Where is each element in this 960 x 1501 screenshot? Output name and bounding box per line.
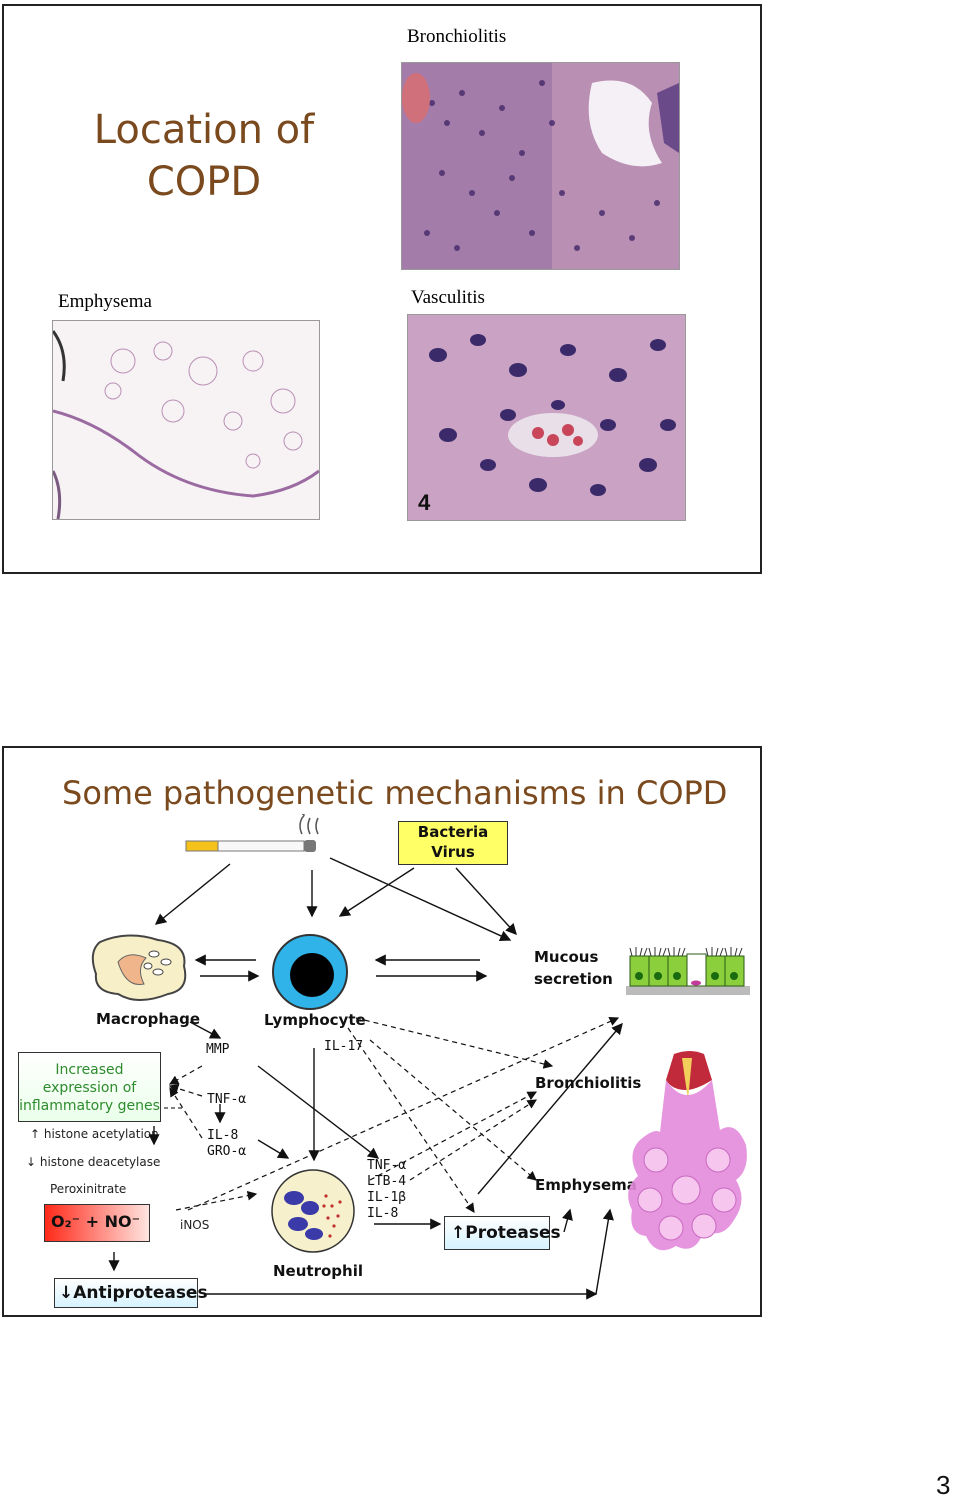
neutrophil-icon bbox=[271, 1169, 355, 1253]
peroxinitrate-label: Peroxinitrate bbox=[50, 1182, 127, 1196]
mucous-secretion-label: Mucous secretion bbox=[534, 946, 613, 990]
inflammatory-genes-box: Increased expression of inflammatory gen… bbox=[18, 1052, 161, 1122]
bacteria-label: Bacteria bbox=[417, 823, 489, 841]
slide-title: Location of COPD bbox=[44, 104, 364, 208]
epithelium-icon bbox=[626, 947, 750, 995]
lymphocyte-label: Lymphocyte bbox=[264, 1011, 366, 1029]
mediator-tnf-alpha: TNF-α bbox=[367, 1158, 407, 1173]
antiproteases-label: ↓Antiproteases bbox=[59, 1283, 208, 1303]
lymphocyte-icon bbox=[272, 934, 348, 1010]
il17-label: IL-17 bbox=[324, 1039, 364, 1054]
title-line-1: Location of bbox=[93, 107, 315, 153]
proteases-box: ↑Proteases bbox=[444, 1216, 561, 1250]
bronchiolitis-label: Bronchiolitis bbox=[535, 1074, 642, 1092]
macrophage-icon bbox=[91, 934, 187, 1001]
lung-acinus-icon bbox=[628, 1051, 747, 1251]
neutrophil-label: Neutrophil bbox=[273, 1262, 363, 1280]
histone-deacetylase-label: ↓ histone deacetylase bbox=[26, 1155, 161, 1169]
caption-vasculitis: Vasculitis bbox=[411, 287, 485, 308]
slide-title: Some pathogenetic mechanisms in COPD bbox=[62, 774, 728, 812]
pathway-arrows bbox=[108, 857, 623, 1300]
proteases-label: ↑Proteases bbox=[451, 1223, 561, 1243]
title-line-2: COPD bbox=[146, 159, 262, 205]
inos-label: iNOS bbox=[180, 1218, 210, 1232]
bacteria-virus-box: Bacteria Virus bbox=[398, 821, 508, 865]
caption-emphysema: Emphysema bbox=[58, 291, 152, 312]
il8-label: IL-8 bbox=[207, 1128, 239, 1143]
histone-acetylation-label: ↑ histone acetylation bbox=[30, 1127, 159, 1141]
slide-pathogenetic-mechanisms: Some pathogenetic mechanisms in COPD Bac… bbox=[2, 746, 762, 1317]
antiproteases-box: ↓Antiproteases bbox=[54, 1278, 208, 1308]
mucous-label: Mucous bbox=[534, 948, 599, 966]
vasculitis-histology-image bbox=[407, 314, 686, 521]
page-number: 3 bbox=[936, 1470, 951, 1500]
neutrophil-mediators: TNF-α LTB-4 IL-1β IL-8 bbox=[367, 1158, 406, 1222]
emphysema-label: Emphysema bbox=[535, 1176, 637, 1194]
slide-location-of-copd: Location of COPD Bronchiolitis Emphysema… bbox=[2, 4, 762, 574]
cigarette-icon bbox=[185, 814, 319, 852]
caption-bronchiolitis: Bronchiolitis bbox=[407, 26, 507, 47]
bronchiolitis-histology-image bbox=[401, 62, 680, 270]
mediator-il8: IL-8 bbox=[367, 1206, 399, 1221]
inflammatory-line-1: Increased bbox=[55, 1062, 124, 1078]
macrophage-label: Macrophage bbox=[96, 1010, 201, 1028]
mmp-label: MMP bbox=[206, 1042, 230, 1057]
il8-gro-label: IL-8 GRO-α bbox=[207, 1128, 246, 1160]
emphysema-histology-image bbox=[52, 320, 320, 520]
virus-label: Virus bbox=[431, 843, 475, 861]
o2-no-label: O₂⁻ + NO⁻ bbox=[51, 1212, 141, 1231]
o2-no-box: O₂⁻ + NO⁻ bbox=[44, 1204, 150, 1242]
gro-alpha-label: GRO-α bbox=[207, 1144, 247, 1159]
mediator-ltb4: LTB-4 bbox=[367, 1174, 407, 1189]
secretion-label: secretion bbox=[534, 970, 613, 988]
inflammatory-line-2: expression of bbox=[42, 1080, 137, 1096]
tnf-alpha-label: TNF-α bbox=[207, 1092, 247, 1107]
image-number: 4 bbox=[418, 490, 431, 515]
mediator-il1b: IL-1β bbox=[367, 1190, 407, 1205]
inflammatory-line-3: inflammatory genes bbox=[19, 1098, 160, 1114]
